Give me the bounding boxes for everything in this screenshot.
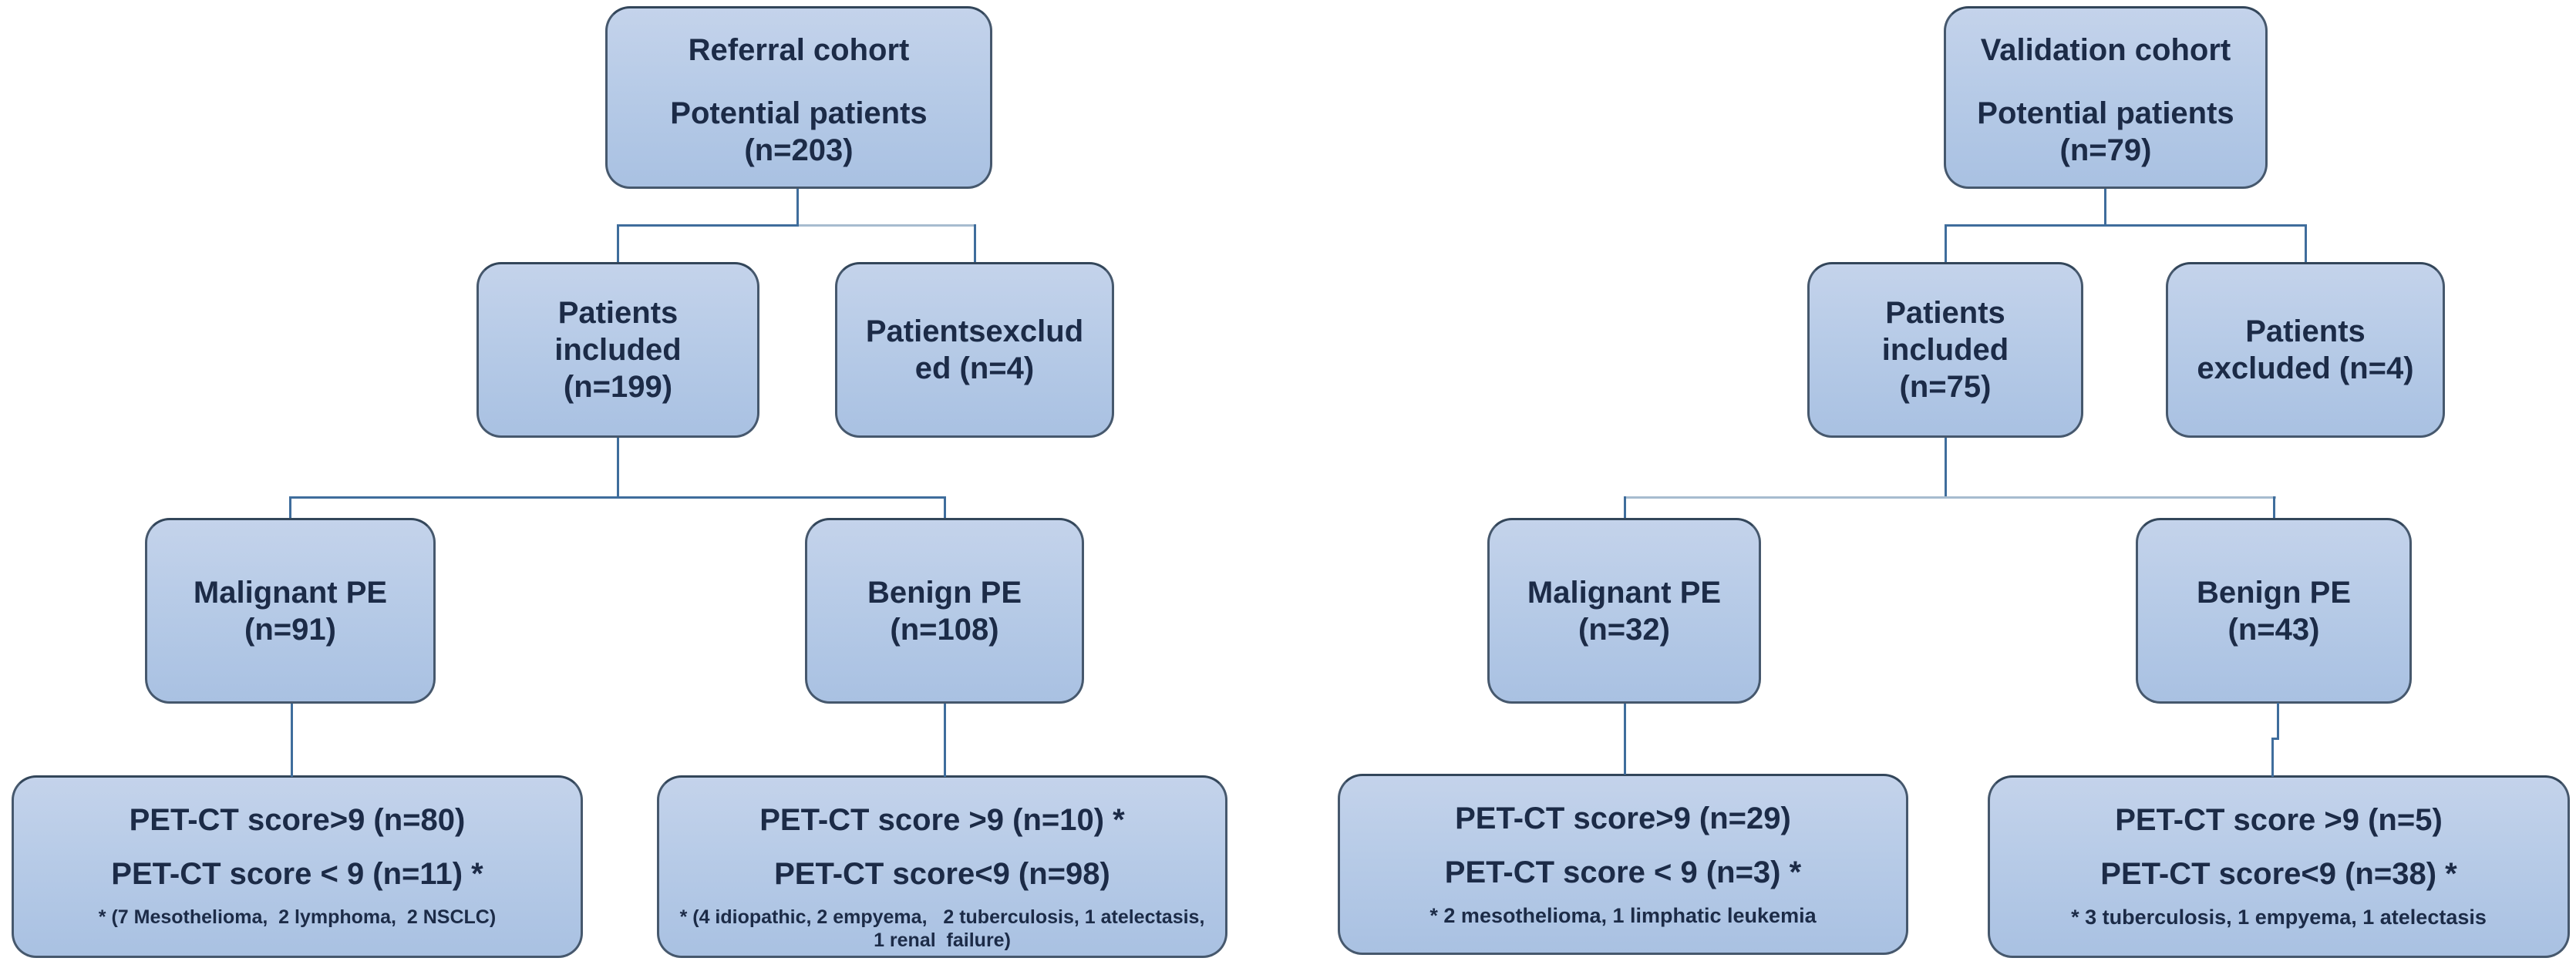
connector-line xyxy=(2104,189,2106,227)
box-text-line: Potential patients xyxy=(670,96,928,130)
box-text-line: PET-CT score >9 (n=10) * xyxy=(759,803,1125,837)
connector-line xyxy=(944,704,946,777)
box-text-line: PET-CT score<9 (n=38) * xyxy=(2100,857,2457,891)
connector-line xyxy=(2305,224,2307,262)
connector-line xyxy=(1945,438,1947,499)
box-text-line: PET-CT score < 9 (n=3) * xyxy=(1444,855,1802,889)
box-text-line: (n=108) xyxy=(890,612,999,647)
referral-malignant-score-box: PET-CT score>9 (n=80) PET-CT score < 9 (… xyxy=(12,775,583,958)
box-text-line: PET-CT score>9 (n=80) xyxy=(129,803,466,837)
box-text-line: (n=199) xyxy=(563,370,673,404)
connector-line xyxy=(617,224,799,227)
connector-line xyxy=(1945,224,1947,262)
box-text-line: Referral cohort xyxy=(688,33,910,67)
connector-line xyxy=(2271,738,2274,777)
connector-line xyxy=(1624,496,2276,499)
referral-included-box: Patients included (n=199) xyxy=(476,262,759,438)
connector-line xyxy=(291,704,293,777)
validation-malignant-box: Malignant PE (n=32) xyxy=(1487,518,1761,704)
box-text-line: ed (n=4) xyxy=(914,351,1035,385)
box-text-line: Validation cohort xyxy=(1980,33,2231,67)
connector-line xyxy=(796,189,799,227)
box-text-line: Malignant PE xyxy=(1527,575,1722,610)
box-text-line: PET-CT score < 9 (n=11) * xyxy=(111,857,483,891)
connector-line xyxy=(974,224,976,262)
referral-benign-score-box: PET-CT score >9 (n=10) * PET-CT score<9 … xyxy=(657,775,1227,958)
box-text-line: (n=91) xyxy=(244,612,336,647)
validation-benign-box: Benign PE (n=43) xyxy=(2136,518,2412,704)
connector-line xyxy=(2277,703,2279,740)
footnote-text: * (7 Mesothelioma, 2 lymphoma, 2 NSCLC) xyxy=(98,906,497,928)
connector-line xyxy=(617,224,619,262)
connector-line xyxy=(617,438,619,499)
validation-cohort-box: Validation cohort Potential patients (n=… xyxy=(1944,6,2268,189)
box-text-line: (n=43) xyxy=(2227,612,2320,647)
connector-line xyxy=(289,496,946,499)
box-text-line: Potential patients xyxy=(1977,96,2234,130)
box-text-line: (n=203) xyxy=(744,133,854,167)
box-text-line: (n=79) xyxy=(2059,133,2152,167)
box-text-line: included xyxy=(554,333,682,367)
connector-line xyxy=(2273,496,2275,518)
box-text-line: Malignant PE xyxy=(193,575,388,610)
connector-line xyxy=(799,224,976,227)
box-text-line: Patients xyxy=(557,296,679,330)
box-text-line: Patientsexclud xyxy=(865,314,1084,348)
referral-excluded-box: Patientsexclud ed (n=4) xyxy=(835,262,1114,438)
box-text-line: Benign PE xyxy=(867,575,1022,610)
footnote-text: * 3 tuberculosis, 1 empyema, 1 atelectas… xyxy=(2071,906,2487,929)
box-text-line: (n=32) xyxy=(1578,612,1670,647)
connector-line xyxy=(1624,704,1626,775)
box-text-line: Patients xyxy=(1885,296,2005,330)
connector-line xyxy=(2271,738,2279,740)
box-text-line: Patients xyxy=(2245,314,2366,348)
validation-included-box: Patients included (n=75) xyxy=(1807,262,2083,438)
connector-line xyxy=(289,496,291,518)
footnote-text: * (4 idiopathic, 2 empyema, 2 tuberculos… xyxy=(679,906,1216,951)
box-text-line: included xyxy=(1881,333,2009,367)
box-text-line: (n=75) xyxy=(1899,370,1992,404)
footnote-text: * 2 mesothelioma, 1 limphatic leukemia xyxy=(1429,904,1817,927)
validation-benign-score-box: PET-CT score >9 (n=5) PET-CT score<9 (n=… xyxy=(1988,775,2570,958)
box-text-line: PET-CT score>9 (n=29) xyxy=(1455,802,1791,835)
referral-benign-box: Benign PE (n=108) xyxy=(805,518,1084,704)
box-text-line: PET-CT score >9 (n=5) xyxy=(2115,803,2443,837)
connector-line xyxy=(1624,496,1626,518)
box-text-line: excluded (n=4) xyxy=(2197,351,2414,385)
referral-malignant-box: Malignant PE (n=91) xyxy=(145,518,436,704)
box-text-line: Benign PE xyxy=(2196,575,2352,610)
box-text-line: PET-CT score<9 (n=98) xyxy=(774,857,1110,891)
referral-cohort-box: Referral cohort Potential patients (n=20… xyxy=(605,6,992,189)
validation-excluded-box: Patients excluded (n=4) xyxy=(2166,262,2445,438)
connector-line xyxy=(944,496,946,518)
validation-malignant-score-box: PET-CT score>9 (n=29) PET-CT score < 9 (… xyxy=(1338,774,1908,955)
connector-line xyxy=(1945,224,2307,227)
